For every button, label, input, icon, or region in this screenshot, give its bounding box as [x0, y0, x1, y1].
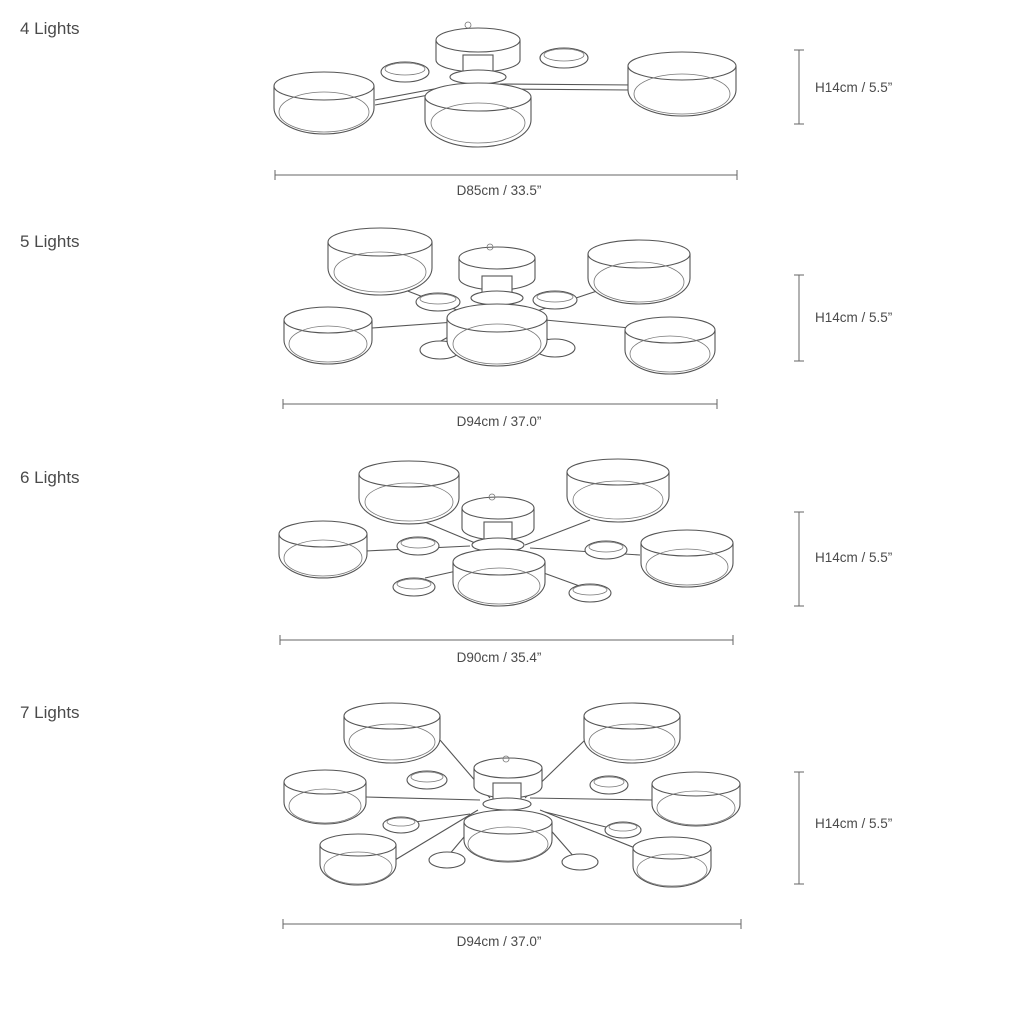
variant-6-lights: 6 Lights: [0, 450, 1024, 690]
fixture-drawing-5-lights: [282, 227, 804, 409]
fixture-drawing-6-lights: [278, 458, 804, 645]
variant-label: 4 Lights: [20, 19, 80, 38]
fixture-drawing-4-lights: [273, 21, 804, 180]
variant-label: 7 Lights: [20, 703, 80, 722]
diameter-dimension: D90cm / 35.4”: [456, 650, 542, 665]
height-dimension: H14cm / 5.5”: [815, 310, 893, 325]
diameter-dimension: D94cm / 37.0”: [456, 934, 542, 949]
variant-label: 6 Lights: [20, 468, 80, 487]
diameter-dimension: D85cm / 33.5”: [456, 183, 542, 198]
fixture-drawing-7-lights: [282, 702, 804, 929]
height-dimension: H14cm / 5.5”: [815, 80, 893, 95]
variant-5-lights: 5 Lights: [0, 210, 1024, 450]
variant-7-lights: 7 Lights: [0, 690, 1024, 1024]
height-dimension: H14cm / 5.5”: [815, 816, 893, 831]
height-dimension: H14cm / 5.5”: [815, 550, 893, 565]
variant-label: 5 Lights: [20, 232, 80, 251]
variant-4-lights: 4 Lights: [0, 0, 1024, 210]
diameter-dimension: D94cm / 37.0”: [456, 414, 542, 429]
